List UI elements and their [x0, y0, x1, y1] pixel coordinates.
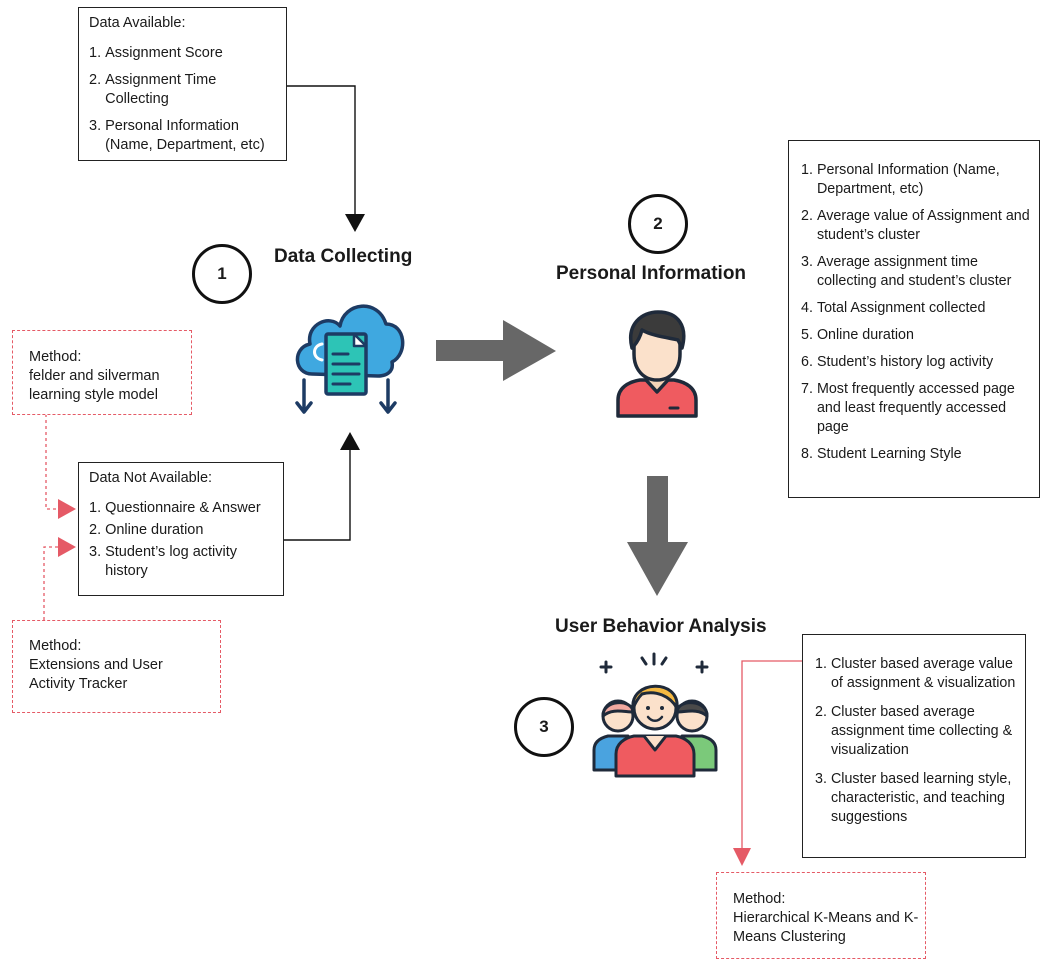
step-number: 1 [217, 264, 227, 283]
list-item: 2.Average value of Assignment and studen… [801, 208, 1030, 243]
method-label: Method: [29, 349, 82, 365]
step-number: 2 [653, 214, 663, 233]
method-clustering-box: Method: Hierarchical K-Means and K-Means… [716, 872, 926, 959]
list-item: 4.Total Assignment collected [801, 300, 986, 316]
method-text: felder and silverman learning style mode… [29, 368, 160, 403]
data-collecting-title: Data Collecting [274, 246, 413, 267]
list-item: 1.Assignment Score [89, 45, 223, 61]
list-item: 5.Online duration [801, 327, 914, 343]
data-not-available-box: Data Not Available: 1.Questionnaire & An… [78, 462, 284, 596]
step-number: 3 [539, 717, 549, 736]
user-behavior-list: 1.Cluster based average value of assignm… [815, 655, 1025, 827]
list-item: 3.Average assignment time collecting and… [801, 254, 1012, 289]
connector-analysis-to-method [741, 660, 802, 848]
list-item: 8.Student Learning Style [801, 446, 962, 462]
dashed-connector-method-1 [45, 414, 58, 510]
user-avatar-icon [616, 310, 698, 418]
list-item: 3.Personal Information (Name, Department… [89, 118, 265, 153]
list-item: 2.Assignment Time Collecting [89, 72, 217, 107]
arrowhead-down [345, 214, 365, 232]
personal-information-title: Personal Information [556, 263, 747, 284]
red-arrowhead-2 [58, 537, 76, 557]
arrowhead-up [340, 432, 360, 450]
method-label: Method: [733, 891, 786, 907]
cloud-upload-icon [295, 304, 405, 414]
list-item: 1.Personal Information (Name, Department… [801, 162, 1000, 197]
user-behavior-title: User Behavior Analysis [555, 616, 767, 637]
method-felder-box: Method: felder and silverman learning st… [12, 330, 192, 415]
list-item: 1.Cluster based average value of assignm… [815, 656, 1016, 691]
method-text: Extensions and User Activity Tracker [29, 657, 163, 692]
step-2-circle: 2 [628, 194, 688, 254]
connector-notavailable-to-collecting [283, 450, 351, 541]
list-item: 7.Most frequently accessed page and leas… [801, 381, 1015, 435]
data-not-available-list: 1.Questionnaire & Answer 2.Online durati… [89, 499, 273, 581]
user-behavior-box: 1.Cluster based average value of assignm… [802, 634, 1026, 858]
data-available-box: Data Available: 1.Assignment Score 2.Ass… [78, 7, 287, 161]
list-item: 3.Student’s log activity history [89, 544, 238, 579]
step-1-circle: 1 [192, 244, 252, 304]
personal-information-list: 1.Personal Information (Name, Department… [801, 161, 1039, 464]
data-not-available-heading: Data Not Available: [89, 470, 213, 486]
list-item: 2.Cluster based average assignment time … [815, 704, 1013, 758]
list-item: 1.Questionnaire & Answer [89, 500, 261, 516]
dashed-connector-method-2 [43, 546, 58, 620]
method-label: Method: [29, 638, 82, 654]
big-arrow-down [627, 476, 688, 596]
user-group-icon [592, 652, 718, 778]
step-3-circle: 3 [514, 697, 574, 757]
red-arrowhead-3 [733, 848, 751, 866]
red-arrowhead-1 [58, 499, 76, 519]
big-arrow-right [436, 320, 556, 381]
data-available-list: 1.Assignment Score 2.Assignment Time Col… [89, 44, 276, 155]
list-item: 2.Online duration [89, 522, 204, 538]
list-item: 6.Student’s history log activity [801, 354, 994, 370]
list-item: 3.Cluster based learning style, characte… [815, 771, 1012, 825]
method-tracker-box: Method: Extensions and User Activity Tra… [12, 620, 221, 713]
connector-available-to-collecting [286, 85, 356, 216]
personal-information-box: 1.Personal Information (Name, Department… [788, 140, 1040, 498]
method-text: Hierarchical K-Means and K-Means Cluster… [733, 910, 919, 945]
data-available-heading: Data Available: [89, 15, 186, 31]
